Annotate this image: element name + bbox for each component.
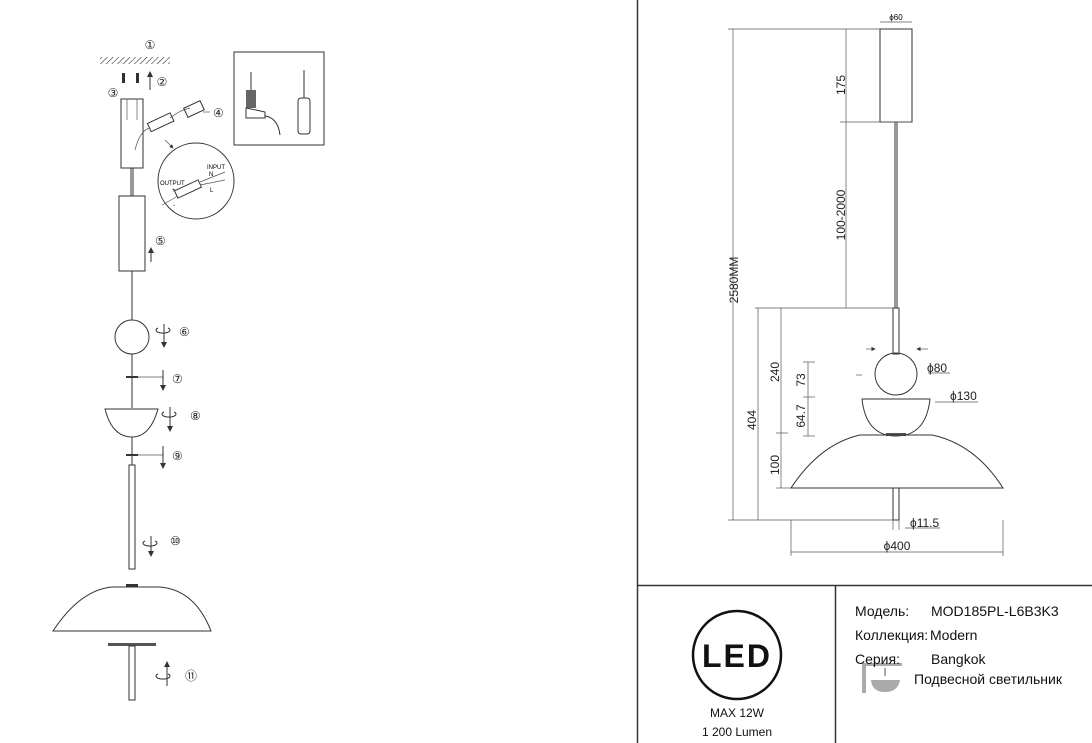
svg-text:N: N (209, 172, 213, 178)
led-logo (691, 609, 783, 701)
series-label: Серия: (855, 651, 900, 667)
driver-icon (134, 100, 205, 151)
mounting-bracket (120, 98, 144, 169)
dim-rod-diameter: ϕ11.5 (910, 516, 940, 530)
step-11: ⑪ (185, 669, 197, 683)
dim-canopy-height: 175 (834, 75, 848, 95)
power-spec: MAX 12W (709, 706, 764, 720)
dim-ball-diameter: ϕ80 (927, 361, 947, 375)
dim-body-height: 404 (745, 410, 759, 430)
model-label: Модель: (855, 603, 910, 619)
dim-ball-height: 73 (794, 373, 808, 387)
bowl-part (104, 408, 159, 438)
pendant-lamp-icon (862, 663, 902, 693)
series-value: Bangkok (931, 651, 986, 667)
dim-cable-length: 100-2000 (834, 189, 848, 240)
step-8: ⑧ (190, 409, 201, 423)
svg-text:+: + (172, 188, 176, 194)
dim-shade-height: 100 (768, 455, 782, 475)
dim-canopy-diameter: ϕ60 (889, 13, 903, 22)
collection-label: Коллекция: (855, 627, 929, 643)
shade (790, 434, 1004, 489)
step-3: ③ (108, 86, 119, 100)
dim-upper-height: 240 (768, 362, 782, 382)
step-1: ① (145, 38, 156, 52)
step-4: ④ (213, 106, 224, 120)
screws-icon (122, 71, 153, 90)
rod-part (128, 464, 136, 570)
frame (636, 0, 1092, 743)
ball-part (114, 319, 150, 355)
lumen-spec: 1 200 Lumen (701, 725, 773, 739)
step-10: ⑩ (170, 534, 181, 548)
canopy-body (118, 195, 146, 272)
step-7: ⑦ (172, 372, 183, 386)
dim-shade-diameter: ϕ400 (884, 539, 911, 553)
dim-bowl-diameter: ϕ130 (950, 389, 977, 403)
ball (874, 352, 918, 396)
tools-box (233, 51, 325, 146)
collection-value: Modern (930, 627, 978, 643)
svg-text:L: L (210, 188, 214, 194)
bottom-rod-part (128, 645, 136, 701)
wiring-detail (157, 142, 235, 220)
drill-icon (245, 72, 281, 136)
svg-text:-: - (173, 203, 175, 209)
step-9: ⑨ (172, 449, 183, 463)
step-6: ⑥ (179, 325, 190, 339)
step-2: ② (157, 75, 168, 89)
screwdriver-icon (297, 70, 311, 135)
ceiling-icon (100, 57, 170, 64)
dim-bowl-height: 64.7 (794, 404, 808, 428)
bowl (861, 398, 931, 437)
led-logo-text: LED (702, 638, 772, 674)
model-value: MOD185PL-L6B3K3 (931, 603, 1059, 619)
assembly-diagram: ① ② ③ ④ INPUT N L OUTPUT + - (52, 38, 325, 701)
canopy (879, 28, 913, 123)
dimension-drawing: ϕ60 2580MM 175 100-2000 404 240 100 73 6… (727, 13, 1004, 556)
product-type: Подвесной светильник (914, 671, 1062, 687)
svg-text:OUTPUT: OUTPUT (160, 181, 185, 187)
dim-total-height: 2580MM (727, 257, 741, 304)
step-5: ⑤ (155, 234, 166, 248)
svg-text:INPUT: INPUT (207, 165, 225, 171)
shade-part (52, 586, 212, 632)
